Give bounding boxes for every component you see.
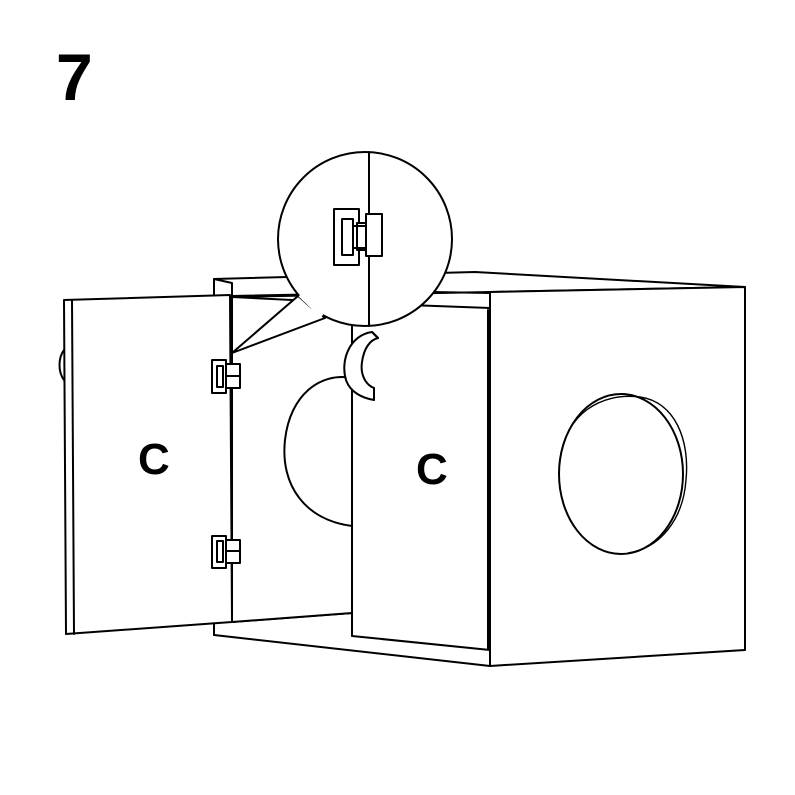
step-number: 7 <box>56 40 93 114</box>
magnifier-callout-icon <box>231 151 453 354</box>
callout-hinge-detail <box>333 208 383 266</box>
right-door <box>343 302 491 651</box>
back-panel-cutout <box>283 376 353 527</box>
left-door-part-label: C <box>138 435 170 484</box>
side-circular-opening <box>558 393 688 555</box>
right-door-part-label: C <box>416 445 448 494</box>
upper-hinge <box>211 359 241 394</box>
cabinet-right-side-panel <box>489 286 746 667</box>
lower-hinge <box>211 535 241 569</box>
hinge-icon <box>211 359 241 569</box>
left-door-handle-edge <box>58 349 65 381</box>
door-handle-icon <box>343 331 379 401</box>
left-door-panel <box>63 294 233 635</box>
left-door <box>58 294 233 635</box>
